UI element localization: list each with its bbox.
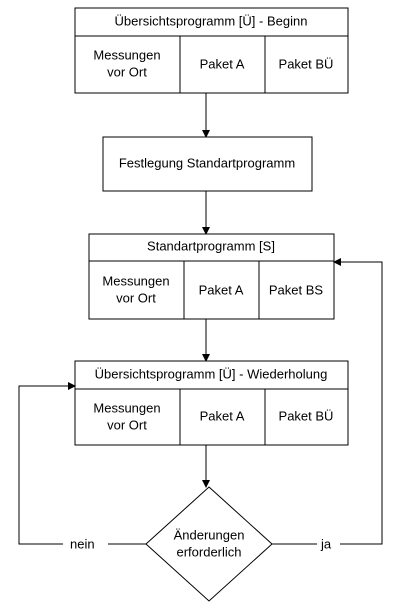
block-wiederholung: Übersichtsprogramm [Ü] - Wiederholung Me… xyxy=(74,360,349,446)
block-beginn-cell1-line1: Messungen xyxy=(93,47,160,62)
block-wiederholung-cell3: Paket BÜ xyxy=(279,408,334,423)
block-standart-cell3: Paket BS xyxy=(269,282,324,297)
block-beginn-cell1-line2: vor Ort xyxy=(107,64,147,79)
decision-aenderungen: Änderungen erforderlich xyxy=(145,486,273,602)
loop-ja: ja xyxy=(272,258,383,551)
decision-line2: erforderlich xyxy=(176,544,241,559)
block-standart-cell1-line2: vor Ort xyxy=(116,290,156,305)
decision-line1: Änderungen xyxy=(174,527,245,542)
block-standart-cell-messungen xyxy=(88,260,185,320)
decision-diamond xyxy=(145,486,273,602)
block-beginn-cell3: Paket BÜ xyxy=(279,56,334,71)
block-wiederholung-cell-messungen xyxy=(74,388,181,446)
block-standart-cell2: Paket A xyxy=(199,282,244,297)
block-standart-cell1-line1: Messungen xyxy=(102,273,169,288)
loop-ja-label: ja xyxy=(320,536,332,551)
block-standart-cell-paket-bs xyxy=(258,260,335,320)
block-beginn-cell2: Paket A xyxy=(200,56,245,71)
block-beginn-title: Übersichtsprogramm [Ü] - Beginn xyxy=(115,13,308,28)
block-beginn-title-box xyxy=(74,7,349,37)
step-festlegung-label: Festlegung Standartprogramm xyxy=(119,155,295,170)
loop-nein: nein xyxy=(18,382,146,551)
block-wiederholung-cell1-line2: vor Ort xyxy=(107,417,147,432)
loop-nein-label: nein xyxy=(70,536,95,551)
block-wiederholung-cell-paket-a xyxy=(179,388,266,446)
block-beginn-cell-paket-bu xyxy=(264,35,349,94)
block-wiederholung-cell1-line1: Messungen xyxy=(93,400,160,415)
block-standart-title-box xyxy=(88,233,335,262)
block-wiederholung-title: Übersichtsprogramm [Ü] - Wiederholung xyxy=(95,366,328,381)
block-beginn-cell-paket-a xyxy=(179,35,266,94)
step-festlegung-box xyxy=(102,136,313,192)
block-wiederholung-cell2: Paket A xyxy=(200,408,245,423)
loop-ja-segment-2 xyxy=(333,258,383,545)
block-standart-cell-paket-a xyxy=(183,260,260,320)
block-standart: Standartprogramm [S] Messungen vor Ort P… xyxy=(88,233,335,320)
block-standart-title: Standartprogramm [S] xyxy=(147,238,275,253)
block-wiederholung-cell-paket-bu xyxy=(264,388,349,446)
loop-nein-segment-2 xyxy=(18,382,76,545)
block-beginn-cell-messungen xyxy=(74,35,181,94)
block-wiederholung-title-box xyxy=(74,360,349,390)
block-beginn: Übersichtsprogramm [Ü] - Beginn Messunge… xyxy=(74,7,349,94)
step-festlegung: Festlegung Standartprogramm xyxy=(102,136,313,192)
